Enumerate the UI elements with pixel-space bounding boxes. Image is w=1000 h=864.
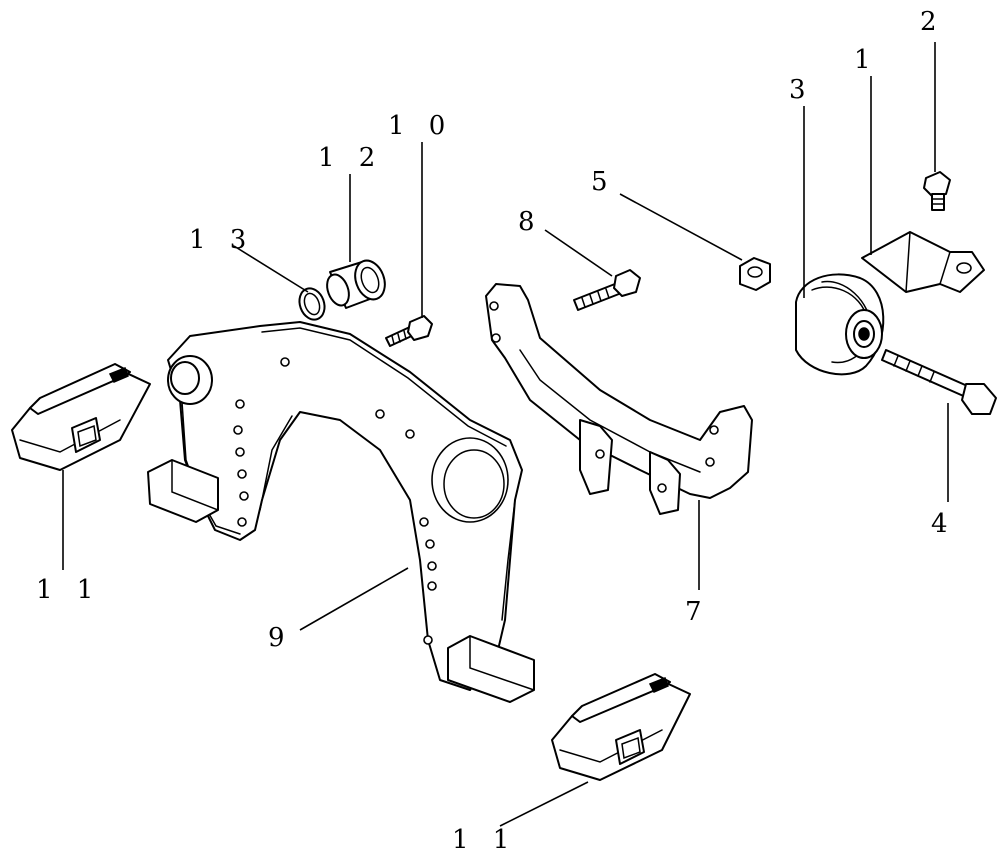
- washer-part-13: [298, 287, 326, 321]
- small-bolt-part-2: [923, 171, 951, 211]
- rubber-mount-part-3: [795, 273, 885, 376]
- callout-labels: 1 2 3 4 5 7 8 9 1 0 1 1 1 1 1 2 1 3: [36, 7, 956, 855]
- callout-1: 1: [854, 45, 879, 75]
- callout-10: 1 0: [388, 111, 453, 141]
- callout-2: 2: [920, 7, 945, 37]
- callout-5: 5: [591, 167, 616, 197]
- leader-lines: [62, 42, 949, 827]
- bolt-part-8: [573, 269, 641, 311]
- nut-part-5: [739, 257, 771, 291]
- bolt-part-10: [385, 315, 433, 347]
- callout-3: 3: [789, 75, 814, 105]
- plate-part-1: [861, 231, 985, 293]
- main-bracket-part-9: [147, 321, 535, 703]
- long-bolt-part-4: [881, 349, 997, 415]
- bushing-part-12: [326, 259, 386, 309]
- callout-7: 7: [685, 597, 710, 627]
- pad-part-11-left: [11, 363, 151, 471]
- callout-11-left: 1 1: [36, 575, 101, 605]
- callout-13: 1 3: [189, 225, 254, 255]
- support-bracket-part-7: [485, 283, 753, 515]
- callout-8: 8: [518, 207, 543, 237]
- callout-4: 4: [931, 509, 956, 539]
- pad-part-11-bottom: [551, 673, 691, 781]
- callout-12: 1 2: [318, 143, 383, 173]
- callout-9: 9: [268, 623, 293, 653]
- callout-11-bottom: 1 1: [452, 825, 517, 855]
